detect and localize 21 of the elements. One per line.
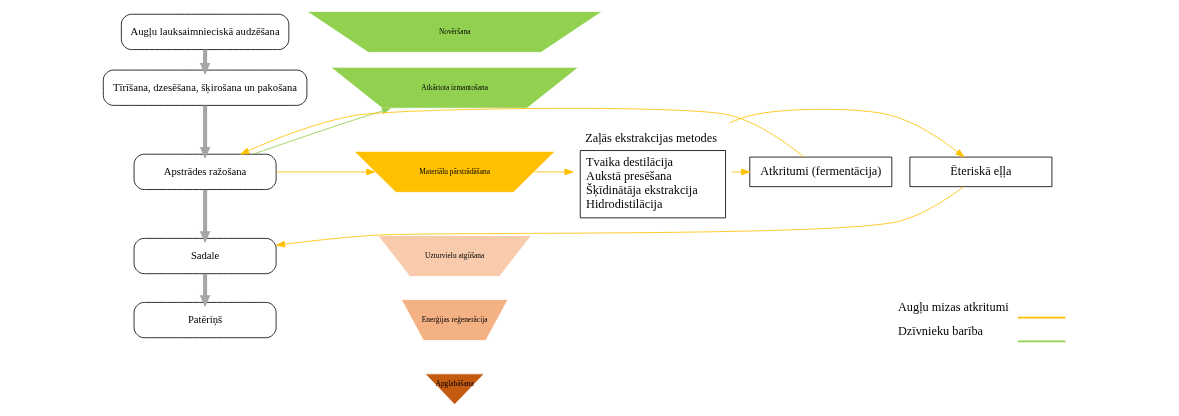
node-box: Augļu lauksaimnieciskā audzēšana [120, 13, 290, 50]
node-box: Apstrādes ražošana [133, 153, 277, 190]
legend-label: Dzīvnieku barība [897, 323, 984, 338]
arrow [199, 105, 211, 160]
arrow [199, 273, 211, 308]
arrow [731, 168, 751, 176]
arrow [199, 189, 211, 244]
arrow [534, 168, 574, 176]
arrow [275, 168, 376, 176]
arrow [252, 107, 391, 155]
node-box: Sadale [133, 237, 277, 275]
arrow [728, 108, 965, 158]
node-box: Tvaika destilācija Aukstā presēšana Šķīdinātāja ekstrakcija Hidrodistilācija [579, 150, 726, 219]
arrow [276, 186, 964, 248]
legend-label: Augļu mizas atkritumi [897, 300, 1009, 315]
node-box: Ēteriskā eļļa [909, 156, 1053, 188]
arrow [240, 107, 805, 158]
node-box: Tīrīšana, dzesēšana, šķirošana un pakošana [102, 69, 308, 106]
node-box: Patēriņš [133, 302, 277, 339]
node-label: Zaļās ekstrakcijas metodes [585, 130, 717, 145]
node-box: Atkritumi (fermentācija) [749, 156, 893, 188]
